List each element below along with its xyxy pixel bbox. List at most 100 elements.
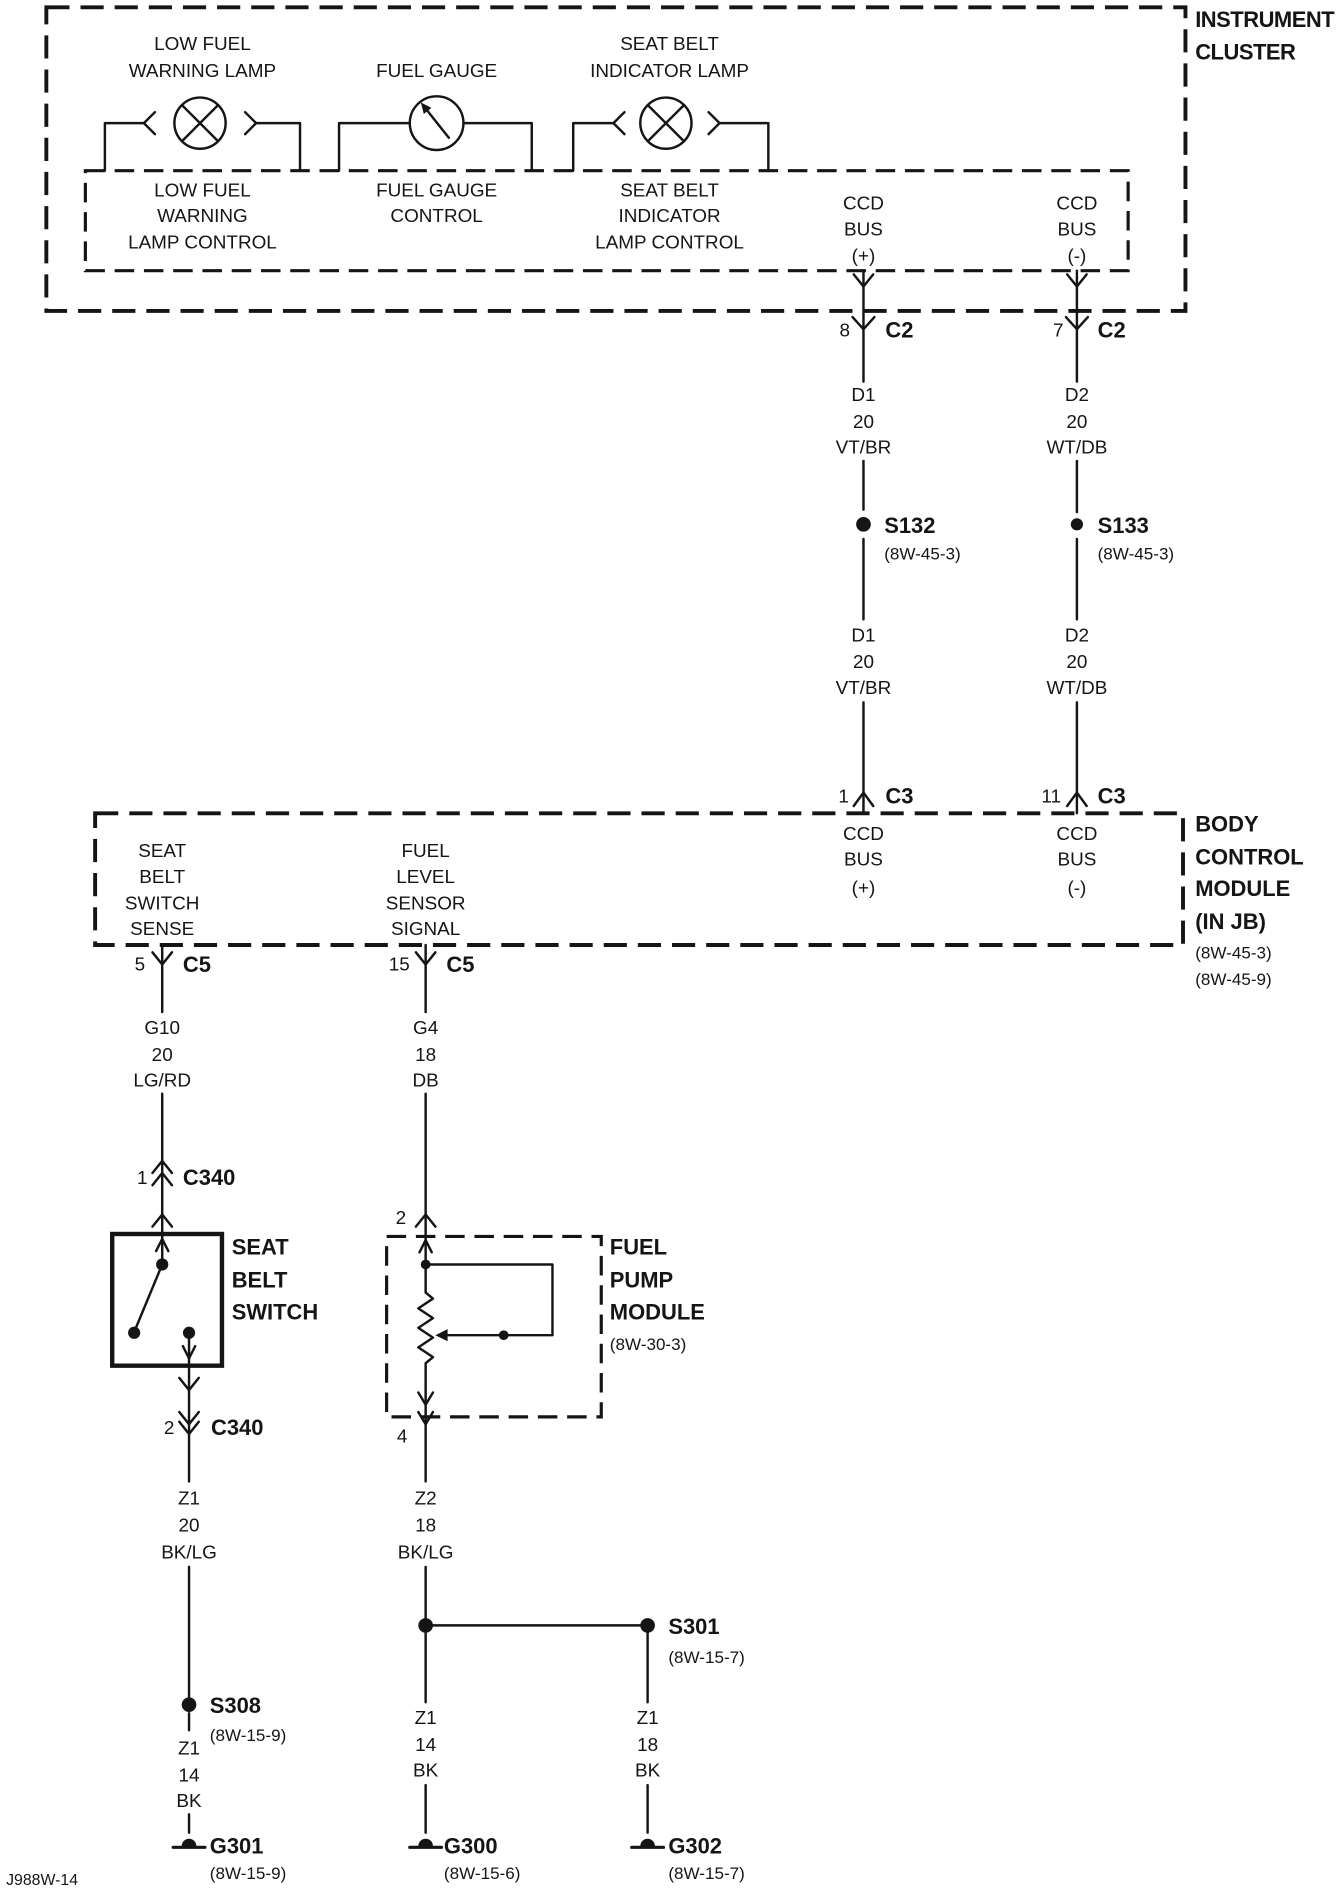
ground-g300-ref: (8W-15-6) (444, 1864, 520, 1883)
low-fuel-lamp-label-1: LOW FUEL (154, 34, 251, 55)
wire-d2-upper-circuit: D2 (1065, 385, 1089, 406)
c340-top-name: C340 (183, 1165, 235, 1190)
wire-z2-gauge: 18 (415, 1516, 436, 1537)
fuel-pump-module-box (385, 1234, 603, 1419)
wire-d2-lower-circuit: D2 (1065, 625, 1089, 646)
c2-neg-name: C2 (1098, 318, 1126, 343)
instrument-cluster-box (44, 5, 1188, 313)
fuel-level-resistor-icon (417, 1263, 435, 1483)
fuel-gauge-control-label-1: FUEL GAUGE (376, 180, 497, 201)
c340-bottom-name: C340 (211, 1415, 263, 1440)
seat-belt-switch-box (110, 1231, 225, 1368)
wire-z1-g302-gauge: 18 (637, 1735, 658, 1756)
terminal-arrow (1065, 273, 1088, 288)
bcm-ccd-pos-label-3: (+) (852, 878, 876, 899)
ccd-bus-neg-circuit (1064, 269, 1090, 815)
seat-belt-control-label-1: SEAT BELT (620, 180, 719, 201)
wire-d2-lower-color: WT/DB (1046, 678, 1107, 699)
bcm-title-1: BODY (1195, 812, 1259, 837)
ground-g302-name: G302 (668, 1833, 722, 1858)
c3-neg-pin: 11 (1041, 786, 1061, 807)
splice-s301-ref: (8W-15-7) (668, 1648, 744, 1667)
ic-ccd-pos-label-2: BUS (844, 219, 883, 240)
seat-belt-switch-label-2: BELT (232, 1268, 288, 1293)
fuel-level-signal-label-3: SENSOR (386, 894, 466, 915)
c3-neg-name: C3 (1098, 784, 1126, 809)
ic-ccd-pos-label-1: CCD (843, 194, 884, 215)
bcm-ccd-neg-label-3: (-) (1067, 878, 1086, 899)
sensor-wiper-wire (424, 1263, 554, 1337)
lamp-wire-left (103, 121, 146, 172)
ic-ccd-neg-label-2: BUS (1057, 219, 1096, 240)
wire-z1-g301-color: BK (176, 1791, 202, 1812)
wire-d1-upper-gauge: 20 (853, 412, 874, 433)
c340-connector-symbol (151, 1159, 174, 1175)
fuel-level-signal-label-2: LEVEL (396, 867, 455, 888)
wire-d1-lower-gauge: 20 (853, 652, 874, 673)
c3-connector-symbol (1065, 791, 1088, 808)
fuel-pump-in-pin: 2 (396, 1208, 407, 1229)
terminal-arrow (852, 273, 875, 288)
wire-g4-gauge: 18 (415, 1045, 436, 1066)
c5-seat-belt-pin: 5 (135, 955, 146, 976)
bcm-title-2: CONTROL (1195, 845, 1303, 870)
seat-belt-switch-label-3: SWITCH (232, 1299, 319, 1324)
seat-belt-indicator-lamp (571, 96, 770, 172)
ic-ccd-neg-label-3: (-) (1067, 246, 1086, 267)
wire-d1-upper-color: VT/BR (836, 438, 892, 459)
wire-g4-circuit: G4 (413, 1018, 438, 1039)
bcm-ref-1: (8W-45-3) (1195, 943, 1271, 962)
seat-belt-control-label-3: LAMP CONTROL (595, 233, 744, 254)
bcm-ccd-pos-label-2: BUS (844, 850, 883, 871)
c3-connector-symbol (852, 791, 875, 808)
ground-g300-icon (408, 1838, 444, 1849)
switch-contact-left (128, 1326, 141, 1339)
lamp-bulb-icon (173, 96, 227, 150)
figure-id: J988W-14 (6, 1872, 78, 1889)
ground-g302-ref: (8W-15-7) (668, 1864, 744, 1883)
fuel-gauge (337, 95, 533, 172)
bcm-ccd-neg-label-1: CCD (1056, 824, 1097, 845)
seat-belt-switch-label-1: SEAT (232, 1235, 289, 1260)
fuel-level-signal-label-4: SIGNAL (391, 919, 460, 940)
wire-g10-gauge: 20 (152, 1045, 173, 1066)
fuel-pump-module-ref: (8W-30-3) (610, 1335, 686, 1354)
bcm-title-4: (IN JB) (1195, 909, 1266, 934)
seat-belt-lamp-label-2: INDICATOR LAMP (590, 61, 749, 82)
wire-d2-upper-gauge: 20 (1066, 412, 1087, 433)
c5-fuel-level-pin: 15 (389, 955, 410, 976)
low-fuel-warning-lamp (103, 96, 302, 172)
seat-belt-lamp-label-1: SEAT BELT (620, 34, 719, 55)
wire-z1-g301-circuit: Z1 (178, 1739, 200, 1760)
seat-belt-sense-label-3: SWITCH (125, 894, 200, 915)
splice-s132-dot (856, 517, 871, 532)
c5-seat-belt-name: C5 (183, 952, 211, 977)
instrument-cluster-title-1: INSTRUMENT (1195, 7, 1335, 32)
c340-lower-connector-symbol (178, 1410, 201, 1426)
c2-pos-name: C2 (885, 318, 913, 343)
instrument-cluster-title-2: CLUSTER (1195, 40, 1296, 65)
low-fuel-control-label-1: LOW FUEL (154, 180, 251, 201)
bcm-ccd-neg-label-2: BUS (1057, 850, 1096, 871)
body-control-module (93, 811, 1185, 947)
splice-s133-name: S133 (1098, 513, 1149, 538)
bcm-ref-2: (8W-45-9) (1195, 970, 1271, 989)
wire-z1-g301-gauge: 14 (179, 1765, 200, 1786)
fuel-gauge-control-label-2: CONTROL (390, 206, 482, 227)
low-fuel-lamp-label-2: WARNING LAMP (129, 61, 276, 82)
seat-belt-sense-label-2: BELT (139, 867, 185, 888)
ground-g300-name: G300 (444, 1833, 498, 1858)
gauge-wire-right (462, 121, 533, 172)
wire-g10-circuit: G10 (144, 1018, 180, 1039)
fuel-pump-module-label-3: MODULE (610, 1299, 705, 1324)
splice-s132-name: S132 (884, 513, 935, 538)
seat-belt-sense-label-4: SENSE (130, 919, 194, 940)
wire-z1-g302-circuit: Z1 (637, 1708, 659, 1729)
wire-z2-color: BK/LG (398, 1542, 454, 1563)
wire-d2-upper-color: WT/DB (1046, 438, 1107, 459)
fuel-pump-out-pin: 4 (397, 1426, 408, 1447)
wire-d2-lower-gauge: 20 (1066, 652, 1087, 673)
ccd-bus-pos-circuit (851, 269, 876, 815)
c3-pos-pin: 1 (838, 786, 849, 807)
